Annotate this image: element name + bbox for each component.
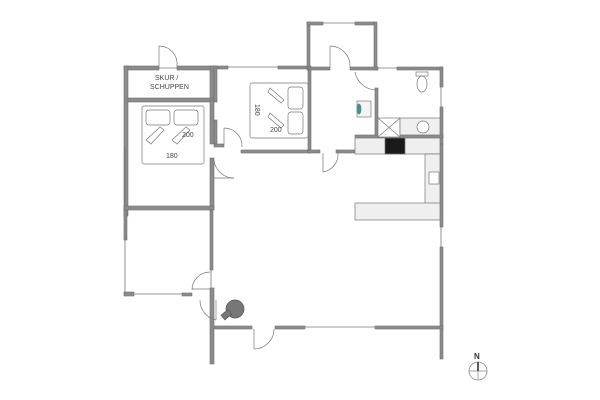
sink-icon — [428, 171, 440, 185]
bedroom-1-bed — [141, 105, 205, 165]
bedroom-2-bed — [249, 82, 309, 139]
shed-label-line1: SKUR / — [155, 75, 178, 82]
bed2-length-label: 200 — [270, 127, 282, 134]
kitchen — [354, 137, 441, 221]
shed-label-line2: SCHUPPEN — [150, 84, 189, 91]
bed1-width-label: 180 — [166, 153, 178, 160]
windows — [124, 22, 442, 328]
bed2-width-label: 180 — [253, 104, 260, 116]
bathroom-fixtures — [356, 71, 441, 138]
doors — [158, 45, 376, 350]
compass-north-label: N — [474, 352, 480, 361]
compass: N — [468, 352, 488, 381]
fireplace-icon — [220, 299, 245, 321]
appliance-accent-icon — [356, 103, 362, 115]
stove-icon — [384, 137, 406, 155]
walls — [123, 21, 444, 365]
bed1-length-label: 200 — [182, 132, 194, 139]
